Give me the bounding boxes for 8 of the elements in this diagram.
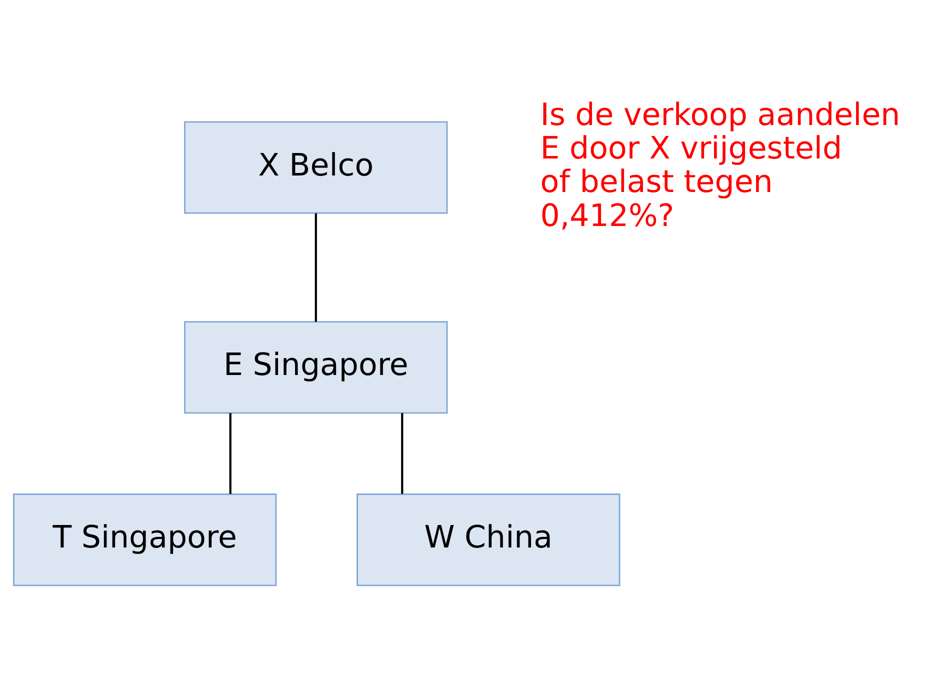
node-box: W China bbox=[356, 493, 620, 586]
connector bbox=[401, 412, 404, 494]
node-box: X Belco bbox=[184, 120, 448, 214]
connector bbox=[314, 212, 317, 322]
node-box: E Singapore bbox=[184, 320, 448, 414]
connector bbox=[229, 412, 232, 494]
node-box: T Singapore bbox=[13, 493, 277, 586]
label: Is de verkoop aandelen E door X vrijgesteld of belast tegen 0,412%? bbox=[540, 96, 900, 234]
